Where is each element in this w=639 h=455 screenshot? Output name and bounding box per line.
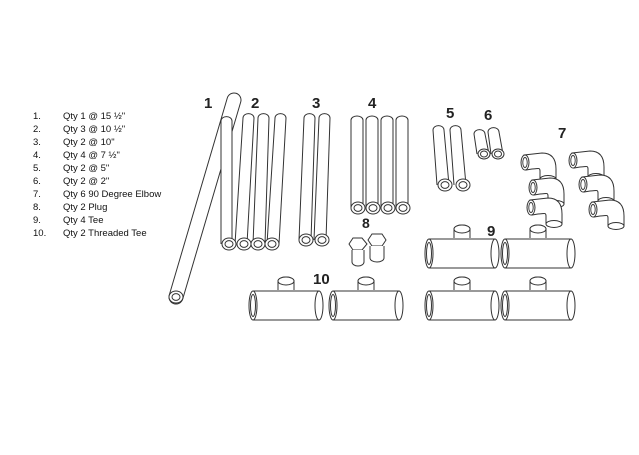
item-number: 2. (33, 124, 41, 135)
pipe (234, 113, 255, 245)
parts-list-row: 6. Qty 2 @ 2" (33, 175, 161, 188)
pipe-end (368, 204, 378, 212)
pipe-end (267, 240, 277, 248)
pipe-group-3: 3 (298, 95, 331, 247)
parts-list: 1. Qty 1 @ 15 ½" 2. Qty 3 @ 10 ½" 3. Qty 2 … (33, 110, 161, 240)
item-description: Qty 2 @ 5" (63, 163, 110, 174)
parts-list-row: 10. Qty 2 Threaded Tee (33, 227, 161, 240)
threaded-tee-fitting (248, 276, 324, 321)
pipe (395, 115, 409, 208)
item-description: Qty 2 @ 10" (63, 137, 115, 148)
plug-fitting (351, 250, 365, 267)
pipe-group-4: 4 (350, 95, 411, 215)
parts-list-row: 9. Qty 4 Tee (33, 214, 161, 227)
group-label-1: 1 (204, 95, 212, 112)
group-label-5: 5 (446, 105, 454, 122)
pipe-group-5: 5 (432, 105, 471, 192)
pipe (298, 113, 316, 241)
item-description: Qty 1 @ 15 ½" (63, 111, 126, 122)
elbow-fitting (526, 197, 563, 228)
item-number: 4. (33, 150, 41, 161)
pipe (220, 116, 233, 244)
parts-list-row: 4. Qty 4 @ 7 ½" (33, 149, 161, 162)
pipe-end (253, 240, 263, 248)
pipe (365, 115, 379, 208)
item-number: 10. (33, 228, 47, 239)
pipe-end (239, 240, 249, 248)
plug-fitting (369, 246, 385, 263)
pipe (266, 113, 287, 245)
pipe (432, 125, 450, 186)
parts-list-row: 2. Qty 3 @ 10 ½" (33, 123, 161, 136)
pipe-end (458, 181, 468, 189)
parts-list-row: 1. Qty 1 @ 15 ½" (33, 110, 161, 123)
plug-fitting (367, 233, 387, 247)
pipe-end (171, 293, 181, 301)
item-description: Qty 4 Tee (63, 215, 104, 226)
tee-group-9: 9 (424, 223, 576, 321)
item-description: Qty 3 @ 10 ½" (63, 124, 126, 135)
tee-fitting (500, 276, 576, 321)
group-label-8: 8 (362, 215, 370, 231)
elbow-group-7: 7 (520, 125, 625, 230)
threaded-tee-fitting (328, 276, 404, 321)
tee-fitting (424, 276, 500, 321)
pipe (313, 113, 331, 241)
item-number: 8. (33, 202, 41, 213)
pipe (252, 113, 270, 245)
pipe-end (494, 150, 502, 158)
elbow-fitting (588, 199, 625, 230)
group-label-6: 6 (484, 107, 492, 124)
item-description: Qty 2 Threaded Tee (63, 228, 147, 239)
item-number: 5. (33, 163, 41, 174)
group-label-10: 10 (313, 271, 330, 288)
item-number: 9. (33, 215, 41, 226)
item-description: Qty 2 Plug (63, 202, 108, 213)
group-label-4: 4 (368, 95, 377, 112)
item-number: 1. (33, 111, 41, 122)
group-label-3: 3 (312, 95, 320, 112)
pipe (350, 115, 364, 208)
pipe-end (398, 204, 408, 212)
group-label-7: 7 (558, 125, 566, 142)
item-number: 6. (33, 176, 41, 187)
pipe (487, 127, 504, 155)
pipe-group-6: 6 (473, 107, 505, 160)
pipe-end (383, 204, 393, 212)
group-label-9: 9 (487, 223, 495, 240)
item-number: 3. (33, 137, 41, 148)
item-number: 7. (33, 189, 41, 200)
parts-list-row: 7. Qty 6 90 Degree Elbow (33, 188, 161, 201)
parts-list-row: 8. Qty 2 Plug (33, 201, 161, 214)
pipe-end (480, 150, 488, 158)
pipe (380, 115, 394, 208)
pipe-group-2: 2 (220, 95, 287, 251)
parts-list-row: 5. Qty 2 @ 5" (33, 162, 161, 175)
group-label-2: 2 (251, 95, 259, 112)
item-description: Qty 6 90 Degree Elbow (63, 189, 162, 200)
item-description: Qty 4 @ 7 ½" (63, 150, 120, 161)
pipe-end (224, 240, 234, 248)
pipe-end (301, 236, 311, 244)
parts-list-row: 3. Qty 2 @ 10" (33, 136, 161, 149)
threaded-tee-group-10: 10 (248, 271, 404, 321)
pipe-end (353, 204, 363, 212)
pipe (473, 129, 490, 155)
pipe-end (440, 181, 450, 189)
item-description: Qty 2 @ 2" (63, 176, 110, 187)
plug-group-8: 8 (348, 215, 387, 267)
tee-fitting (500, 224, 576, 269)
pipe-end (317, 236, 327, 244)
plug-fitting (348, 237, 368, 251)
pipe (449, 125, 467, 186)
